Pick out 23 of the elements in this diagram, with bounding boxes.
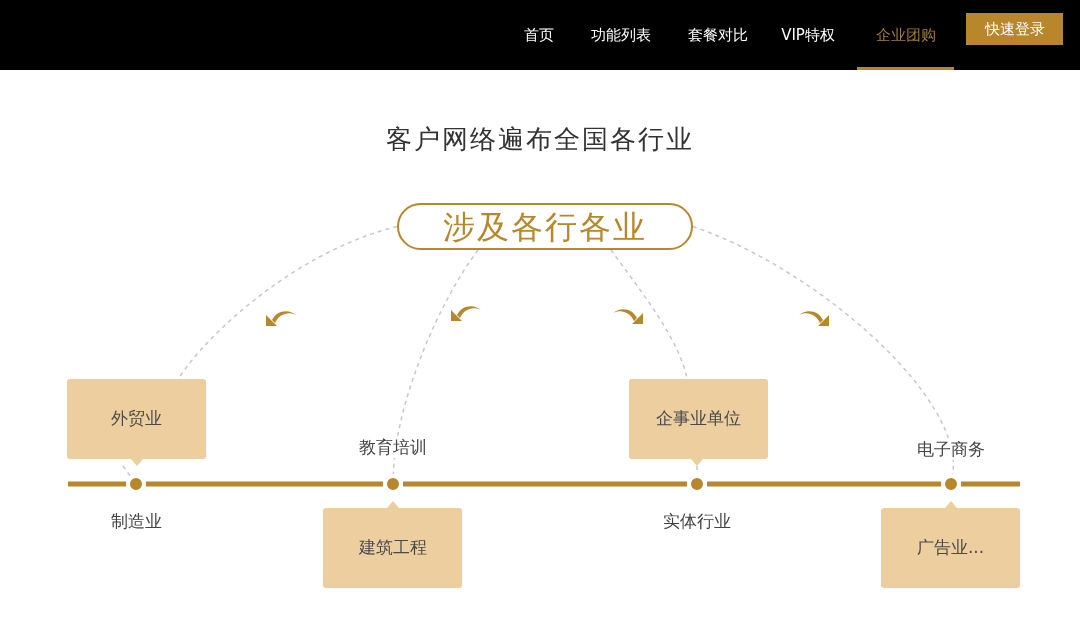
timeline-segment — [403, 481, 687, 487]
dashed-connector — [392, 249, 479, 475]
nav-link: 功能列表 — [591, 24, 651, 46]
industry-label: 教育培训 — [358, 436, 428, 458]
timeline-segment — [707, 481, 941, 487]
callout-box: 企事业单位 — [629, 379, 768, 466]
nav-link: 首页 — [524, 24, 554, 46]
active-nav-tab: 企业团购 — [857, 0, 954, 70]
industry-label: 制造业 — [109, 510, 163, 532]
nav-link: VIP特权 — [781, 24, 835, 46]
dashed-connector — [122, 465, 131, 477]
industry-label: 实体行业 — [662, 510, 732, 532]
callout-box: 建筑工程 — [323, 501, 462, 588]
login-button: 快速登录 — [966, 13, 1063, 45]
nav-link: 套餐对比 — [688, 24, 748, 46]
callout-box: 广告业... — [881, 501, 1020, 588]
timeline-segment — [961, 481, 1020, 487]
page-title: 客户网络遍布全国各行业 — [386, 122, 694, 156]
timeline-segment — [68, 481, 126, 487]
callout-box: 外贸业 — [67, 379, 206, 466]
timeline-segment — [146, 481, 383, 487]
industry-label: 电子商务 — [916, 438, 986, 460]
category-pill: 涉及各行各业 — [397, 203, 693, 250]
